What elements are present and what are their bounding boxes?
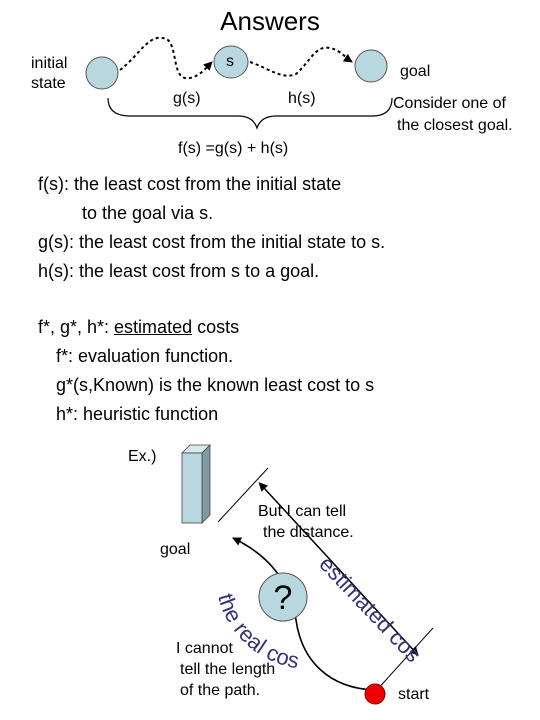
tell-distance-line1: But I can tell: [258, 503, 347, 520]
real-path-curve: [232, 537, 375, 691]
tell-distance-line2: the distance.: [263, 524, 354, 541]
estimated-underlined: estimated: [114, 317, 193, 337]
question-node: [258, 572, 308, 622]
def-f-line1: f(s): the least cost from the initial st…: [38, 174, 342, 194]
example-label: Ex.): [128, 448, 157, 465]
g-label: g(s): [173, 90, 201, 107]
start-node: [364, 683, 386, 705]
page-title: Answers: [220, 6, 320, 36]
goal-node: [354, 49, 388, 83]
closest-goal-note-2: the closest goal.: [397, 117, 513, 134]
goal-block: [181, 452, 203, 524]
def-h: h(s): the least cost from s to a goal.: [38, 261, 320, 281]
s-node: [213, 45, 249, 79]
goal-label: goal: [400, 63, 431, 80]
distance-arrow: [258, 482, 419, 656]
def-g: g(s): the least cost from the initial st…: [38, 232, 386, 252]
closest-goal-note-1: Consider one of: [393, 95, 506, 112]
example-goal-label: goal: [160, 541, 191, 558]
item-g-star: g*(s,Known) is the known least cost to s: [56, 375, 375, 395]
estimated-heading: f*, g*, h*: estimated costs: [38, 313, 239, 342]
cannot-tell-line3: of the path.: [180, 682, 261, 699]
s-node-label: s: [226, 53, 234, 70]
initial-state-node: [85, 56, 119, 90]
initial-state-label-1: initial: [31, 55, 68, 72]
goal-block-side: [201, 444, 211, 524]
h-label: h(s): [288, 90, 316, 107]
initial-state-label-2: state: [31, 75, 66, 92]
h-path-arrow: [249, 46, 353, 77]
item-f-star: f*: evaluation function.: [56, 346, 234, 366]
question-mark: ?: [274, 579, 293, 617]
g-path-arrow: [119, 36, 213, 80]
sum-brace: [107, 97, 393, 130]
f-formula: f(s) =g(s) + h(s): [178, 140, 289, 157]
start-label: start: [398, 686, 430, 703]
distance-ext-line-top: [217, 467, 269, 523]
distance-ext-line-bottom: [374, 627, 434, 693]
def-f-line2: to the goal via s.: [82, 203, 214, 223]
cannot-tell-line1: I cannot: [176, 640, 233, 657]
estimated-prefix: f*, g*, h*:: [38, 317, 115, 337]
estimated-suffix: costs: [192, 317, 240, 337]
item-h-star: h*: heuristic function: [56, 404, 219, 424]
cannot-tell-line2: tell the length: [180, 661, 276, 678]
